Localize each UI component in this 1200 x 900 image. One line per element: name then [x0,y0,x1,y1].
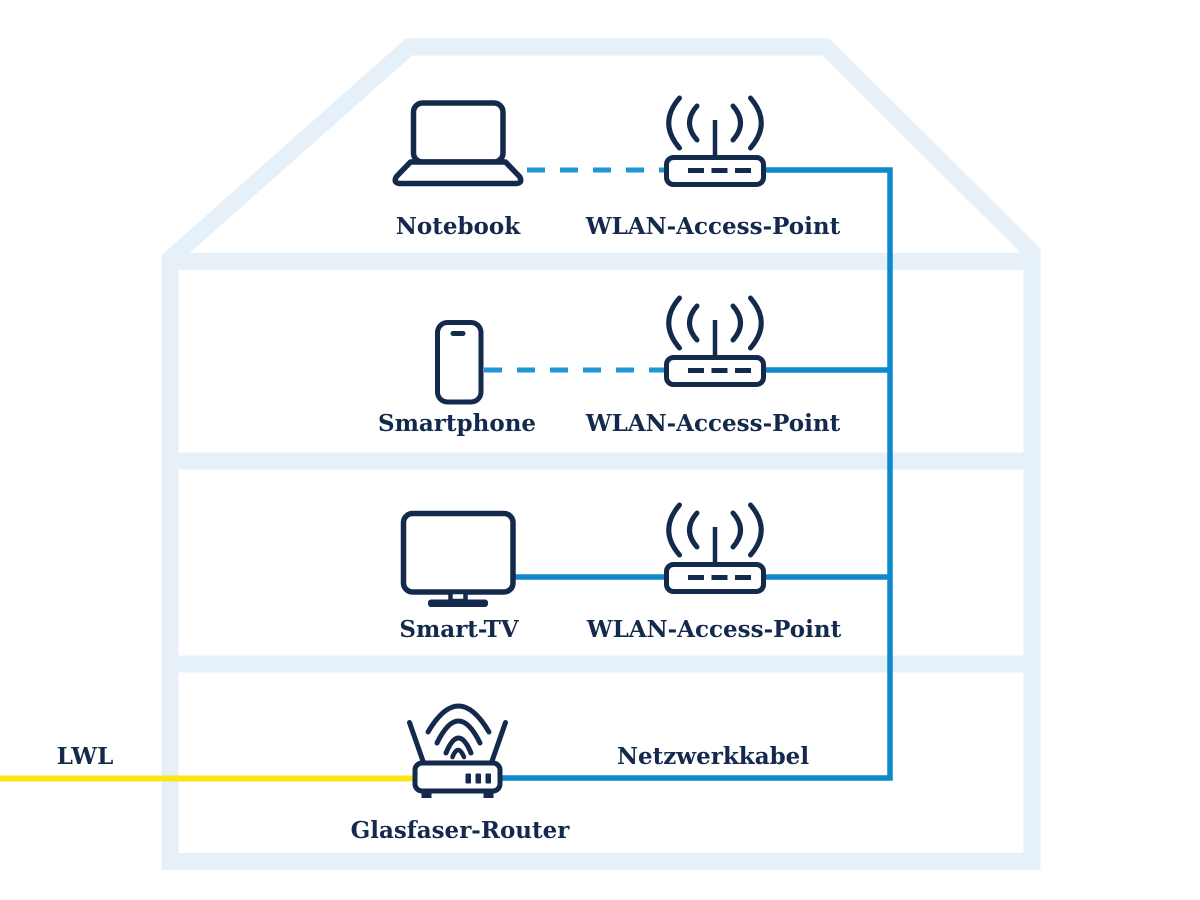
label-wlan-access-point-2: WLAN-Access-Point [585,410,841,437]
label-notebook: Notebook [396,213,521,240]
label-lwl: LWL [57,743,114,770]
label-glasfaser-router: Glasfaser-Router [351,817,571,844]
house-outline [161,38,1041,870]
wlan-access-point-icon-1 [667,98,764,185]
network-cable-riser [499,167,893,781]
label-smart-tv: Smart-TV [399,616,519,643]
label-wlan-access-point-3: WLAN-Access-Point [586,616,842,643]
label-smartphone: Smartphone [378,410,536,437]
label-wlan-access-point-1: WLAN-Access-Point [585,213,841,240]
wlan-access-point-icon-3 [667,505,764,592]
smart-tv-icon [400,510,516,607]
smartphone-icon [435,320,484,405]
glasfaser-router-icon [407,703,508,798]
wlan-access-point-icon-2 [667,298,764,385]
label-netzwerkkabel: Netzwerkkabel [617,743,809,770]
notebook-icon [392,100,524,187]
